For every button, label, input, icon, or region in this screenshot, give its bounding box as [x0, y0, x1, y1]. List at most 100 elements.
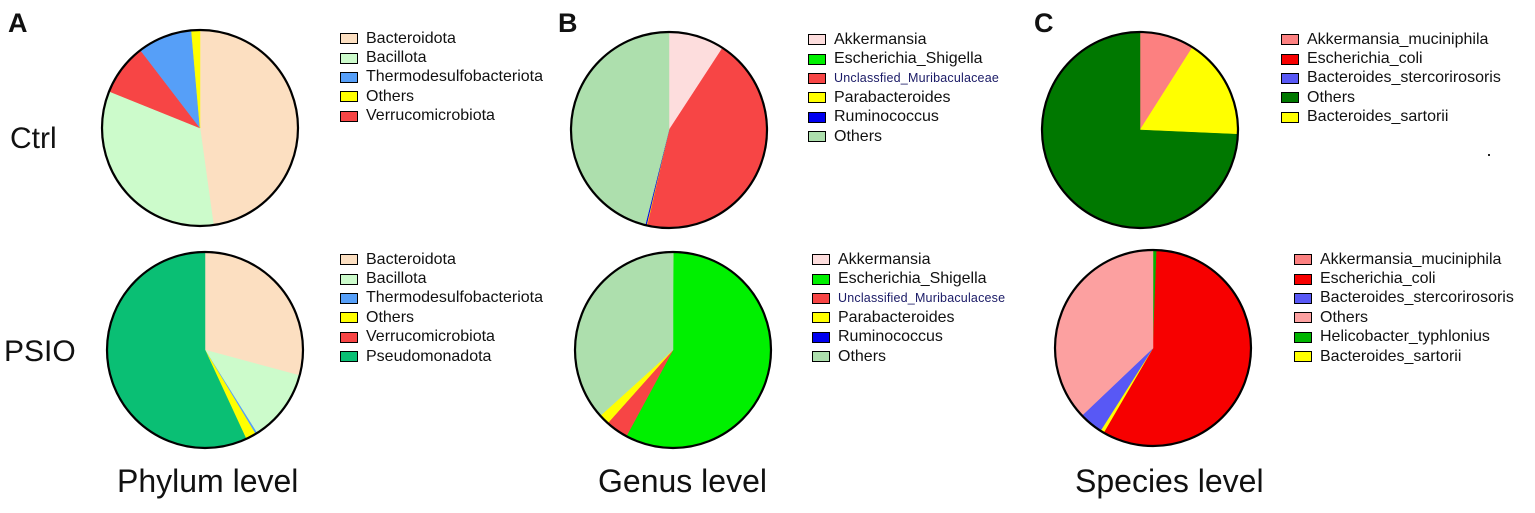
legend-item: Others — [1294, 308, 1514, 327]
pie-chart-phylum-psio — [105, 250, 305, 450]
legend-item: Bacteroidota — [340, 250, 543, 269]
legend-swatch — [1294, 312, 1312, 324]
pie-outline — [1040, 30, 1240, 230]
legend-swatch — [340, 273, 358, 285]
panel-letter-b: B — [558, 8, 578, 38]
legend-label: Others — [1307, 88, 1356, 106]
legend-item: Bacillota — [340, 269, 543, 288]
legend-item: Verrucomicrobiota — [340, 107, 543, 126]
pie-outline — [105, 250, 305, 450]
legend-label: Bacteroidota — [366, 250, 456, 268]
legend-item: Others — [812, 347, 1005, 366]
stray-dot — [1488, 154, 1490, 156]
legend-label: Verrucomicrobiota — [366, 107, 495, 125]
legend-swatch — [1281, 92, 1299, 104]
pie-slice-bacteroidota — [199, 29, 299, 226]
legend-swatch — [812, 351, 830, 363]
panel-letter-a: A — [8, 8, 28, 38]
legend-label: Escherichia_coli — [1307, 50, 1423, 68]
legend-label: Others — [1320, 308, 1369, 326]
pie-outline — [1053, 248, 1253, 448]
legend-label: Unclassified_Muribaculacese — [838, 291, 1006, 306]
legend-swatch — [812, 331, 830, 343]
legend-label: Akkermansia_muciniphila — [1307, 30, 1489, 48]
legend-swatch — [812, 312, 830, 324]
legend-swatch — [1294, 331, 1312, 343]
legend-label: Bacteroides_stercorirosoris — [1320, 289, 1514, 307]
legend-item: Thermodesulfobacteriota — [340, 68, 543, 87]
legend-label: Escherichia_Shigella — [834, 50, 983, 68]
legend-swatch — [340, 91, 358, 103]
legend-swatch — [340, 254, 358, 266]
legend-label: Akkermansia — [838, 250, 931, 268]
legend-label: Escherichia_Shigella — [838, 270, 987, 288]
legend-label: Others — [838, 347, 887, 365]
legend-label: Verrucomicrobiota — [366, 328, 495, 346]
legend-label: Bacteroides_sartorii — [1320, 347, 1462, 365]
level-label-phylum: Phylum level — [117, 463, 299, 499]
legend-label: Parabacteroides — [838, 308, 955, 326]
legend-swatch — [340, 71, 358, 83]
legend-label: Bacteroides_sartorii — [1307, 108, 1449, 126]
legend-item: Escherichia_coli — [1281, 49, 1501, 68]
legend-swatch — [340, 351, 358, 363]
panel-letter-c: C — [1034, 8, 1054, 38]
legend-item: Thermodesulfobacteriota — [340, 289, 543, 308]
legend-swatch — [340, 312, 358, 324]
legend-label: Escherichia_coli — [1320, 270, 1436, 288]
pie-chart-genus-psio — [573, 250, 773, 450]
level-label-genus: Genus level — [598, 463, 767, 499]
legend-item: Akkermansia_muciniphila — [1281, 30, 1501, 49]
legend-swatch — [340, 292, 358, 304]
legend-item: Escherichia_Shigella — [812, 269, 1005, 288]
legend-item: Parabacteroides — [812, 308, 1005, 327]
legend-label: Bacteroidota — [366, 29, 456, 47]
legend-swatch — [340, 33, 358, 45]
legend-item: Akkermansia_muciniphila — [1294, 250, 1514, 269]
legend-label: Others — [366, 87, 415, 105]
legend-swatch — [812, 292, 830, 304]
legend-swatch — [1294, 254, 1312, 266]
legend-item: Others — [1281, 88, 1501, 107]
legend-label: Helicobacter_typhlonius — [1320, 328, 1490, 346]
legend-item: Verrucomicrobiota — [340, 328, 543, 347]
legend-label: Others — [834, 127, 883, 145]
legend-swatch — [1294, 273, 1312, 285]
legend-item: Bacteroidota — [340, 29, 543, 48]
row-label-psio: PSIO — [4, 335, 76, 368]
pie-chart-species-psio — [1053, 248, 1253, 448]
legend-swatch — [340, 52, 358, 64]
legend-item: Ruminococcus — [808, 108, 999, 127]
pie-outline — [100, 28, 300, 228]
legend-item: Others — [340, 308, 543, 327]
legend-item: Akkermansia — [812, 250, 1005, 269]
pie-outline — [573, 250, 773, 450]
legend-label: Thermodesulfobacteriota — [366, 68, 543, 86]
legend-swatch — [1281, 53, 1299, 65]
legend-swatch — [1294, 292, 1312, 304]
legend-item: Bacillota — [340, 48, 543, 67]
legend-swatch — [1281, 34, 1299, 46]
legend-item: Ruminococcus — [812, 328, 1005, 347]
level-label-species: Species level — [1075, 463, 1264, 499]
legend-swatch — [1281, 111, 1299, 123]
legend-label: Thermodesulfobacteriota — [366, 289, 543, 307]
legend-swatch — [808, 72, 826, 84]
legend-swatch — [808, 92, 826, 104]
legend-swatch — [812, 273, 830, 285]
legend-item: Parabacteroides — [808, 88, 999, 107]
legend-swatch — [808, 111, 826, 123]
legend-swatch — [812, 254, 830, 266]
legend-item: Escherichia_Shigella — [808, 49, 999, 68]
legend-item: Bacteroides_sartorii — [1281, 108, 1501, 127]
legend-label: Ruminococcus — [838, 328, 943, 346]
legend-item: Unclassified_Muribaculacese — [812, 289, 1005, 308]
legend-label: Parabacteroides — [834, 88, 951, 106]
pie-chart-species-ctrl — [1040, 30, 1240, 230]
legend-item: Pseudomonadota — [340, 347, 543, 366]
